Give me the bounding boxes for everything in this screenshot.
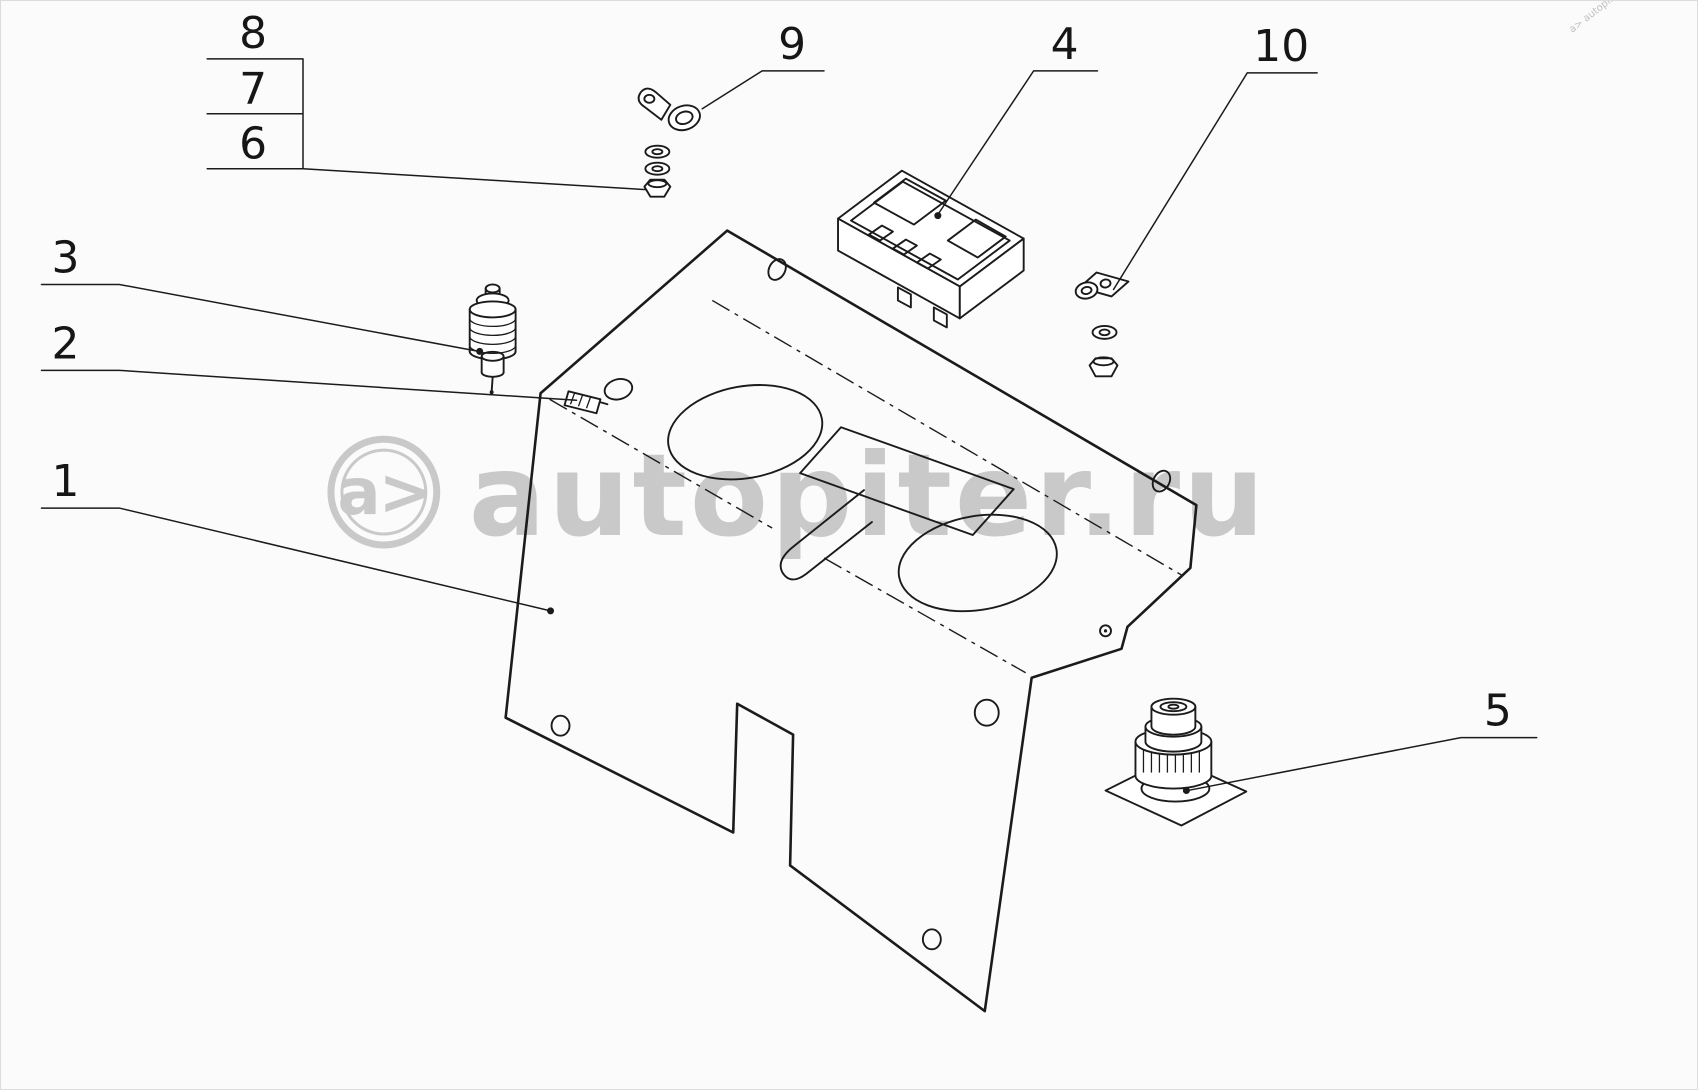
cap-knob-inner <box>1159 701 1188 713</box>
nut-6 <box>643 178 672 198</box>
callout-label-7: 7 <box>239 64 267 115</box>
connector-tail <box>599 401 609 406</box>
bend-line-back <box>711 299 1182 576</box>
sensor-nipple <box>484 283 501 294</box>
clamp-stack-part-10 <box>1074 271 1130 378</box>
washer-8 <box>644 144 671 159</box>
stud-pin-center <box>1103 629 1108 633</box>
module-button-2 <box>891 238 918 256</box>
callout-label-2: 2 <box>51 318 79 369</box>
leader-3-dot <box>476 347 484 355</box>
watermark-logo-ring-inner <box>340 448 428 536</box>
leader-4 <box>937 70 1099 216</box>
watermark-logo-ring-outer <box>327 435 441 549</box>
clamp-10-hole <box>1099 278 1112 289</box>
module-foot-2 <box>932 306 948 329</box>
sensor-rib-3 <box>469 336 517 345</box>
module-display-window-1 <box>873 177 947 226</box>
leader-2 <box>40 369 578 402</box>
bend-line-front-right <box>823 557 1027 674</box>
clamp-loop-hole <box>675 110 694 126</box>
front-hole-right <box>973 698 1000 727</box>
leader-3 <box>40 283 480 353</box>
callout-label-4: 4 <box>1051 19 1079 70</box>
leader-1 <box>40 507 552 612</box>
bend-line-front-left <box>549 398 773 529</box>
module-button-1 <box>868 224 894 242</box>
leader-10 <box>1112 72 1318 291</box>
sensor-body-top <box>468 300 517 319</box>
sensor-body-sides <box>468 308 517 353</box>
fastener-stack-876 <box>643 144 672 198</box>
callout-label-3: 3 <box>51 233 79 284</box>
flange-hole-left <box>767 258 787 281</box>
clamp-10-loop <box>1074 281 1099 300</box>
hole-small-top <box>603 378 634 401</box>
leader-876 <box>302 167 648 191</box>
sensor-rib-4 <box>469 345 517 354</box>
filler-cap-part-5 <box>1104 697 1248 827</box>
sensor-neck-sides <box>480 355 505 374</box>
callout-label-5: 5 <box>1484 686 1512 737</box>
module-display-window-2 <box>946 218 1007 259</box>
clamp-10-loop-hole <box>1080 285 1093 295</box>
module-right-face <box>958 237 1025 320</box>
leader-4-dot <box>934 212 942 220</box>
watermark-site-text: autopiter.ru <box>469 429 1268 562</box>
corner-watermark: a> autopiter.ru <box>1567 1 1634 35</box>
callout-labels: 8 7 6 9 4 10 3 2 1 5 <box>51 8 1511 737</box>
parts-list-bracket <box>206 58 304 170</box>
clamp-tab <box>637 87 672 121</box>
callout-label-9: 9 <box>778 19 806 70</box>
nut-6-top <box>647 179 668 189</box>
leader-5 <box>1186 736 1538 792</box>
sensor-part-3 <box>468 283 517 395</box>
cap-knob-top <box>1150 697 1197 716</box>
hole-large-left <box>667 384 824 481</box>
leader-5-dot <box>1182 787 1190 795</box>
watermark-logo-text: a> <box>338 456 431 530</box>
front-hole-bottom-right <box>921 928 942 951</box>
washer-10 <box>1091 324 1118 340</box>
callout-label-8: 8 <box>239 8 267 59</box>
washer-8-hole <box>651 148 664 156</box>
front-hole-bottom-left <box>550 714 571 737</box>
callout-label-10: 10 <box>1253 21 1309 72</box>
slot-cutout <box>799 426 1015 536</box>
hole-large-right <box>897 513 1058 613</box>
callout-label-1: 1 <box>51 456 79 507</box>
lock-washer-7-hole <box>651 165 664 173</box>
connector-body <box>563 390 602 415</box>
callout-label-6: 6 <box>239 119 267 170</box>
clamp-tab-hole <box>643 93 656 104</box>
sensor-pin-tip <box>489 390 494 395</box>
leader-1-dot <box>547 607 555 615</box>
connector-hatch <box>569 393 592 409</box>
module-button-3 <box>915 252 942 270</box>
sensor-rib-2 <box>469 327 517 337</box>
hook-tab <box>779 489 873 581</box>
lock-washer-7 <box>644 161 671 176</box>
module-foot-1 <box>896 286 912 309</box>
nut-10-top <box>1092 356 1115 367</box>
clamp-part-9 <box>637 87 701 132</box>
sensor-body-mask <box>469 308 516 353</box>
washer-10-hole <box>1098 328 1111 337</box>
sensor-rib-1 <box>469 318 517 328</box>
cap-knob-slot <box>1167 703 1180 710</box>
stud-pin <box>1099 624 1112 638</box>
leader-9 <box>701 70 825 110</box>
callout-lines <box>40 58 1538 795</box>
connector-part-2 <box>563 390 609 415</box>
gauge-module-part-4 <box>837 169 1025 329</box>
panel-outline <box>504 229 1198 1013</box>
clamp-loop <box>667 104 701 132</box>
flange-hole-right <box>1151 469 1172 493</box>
sensor-pin <box>490 376 494 393</box>
panel-bracket <box>504 229 1198 1013</box>
sensor-neck-bottom <box>480 371 505 378</box>
